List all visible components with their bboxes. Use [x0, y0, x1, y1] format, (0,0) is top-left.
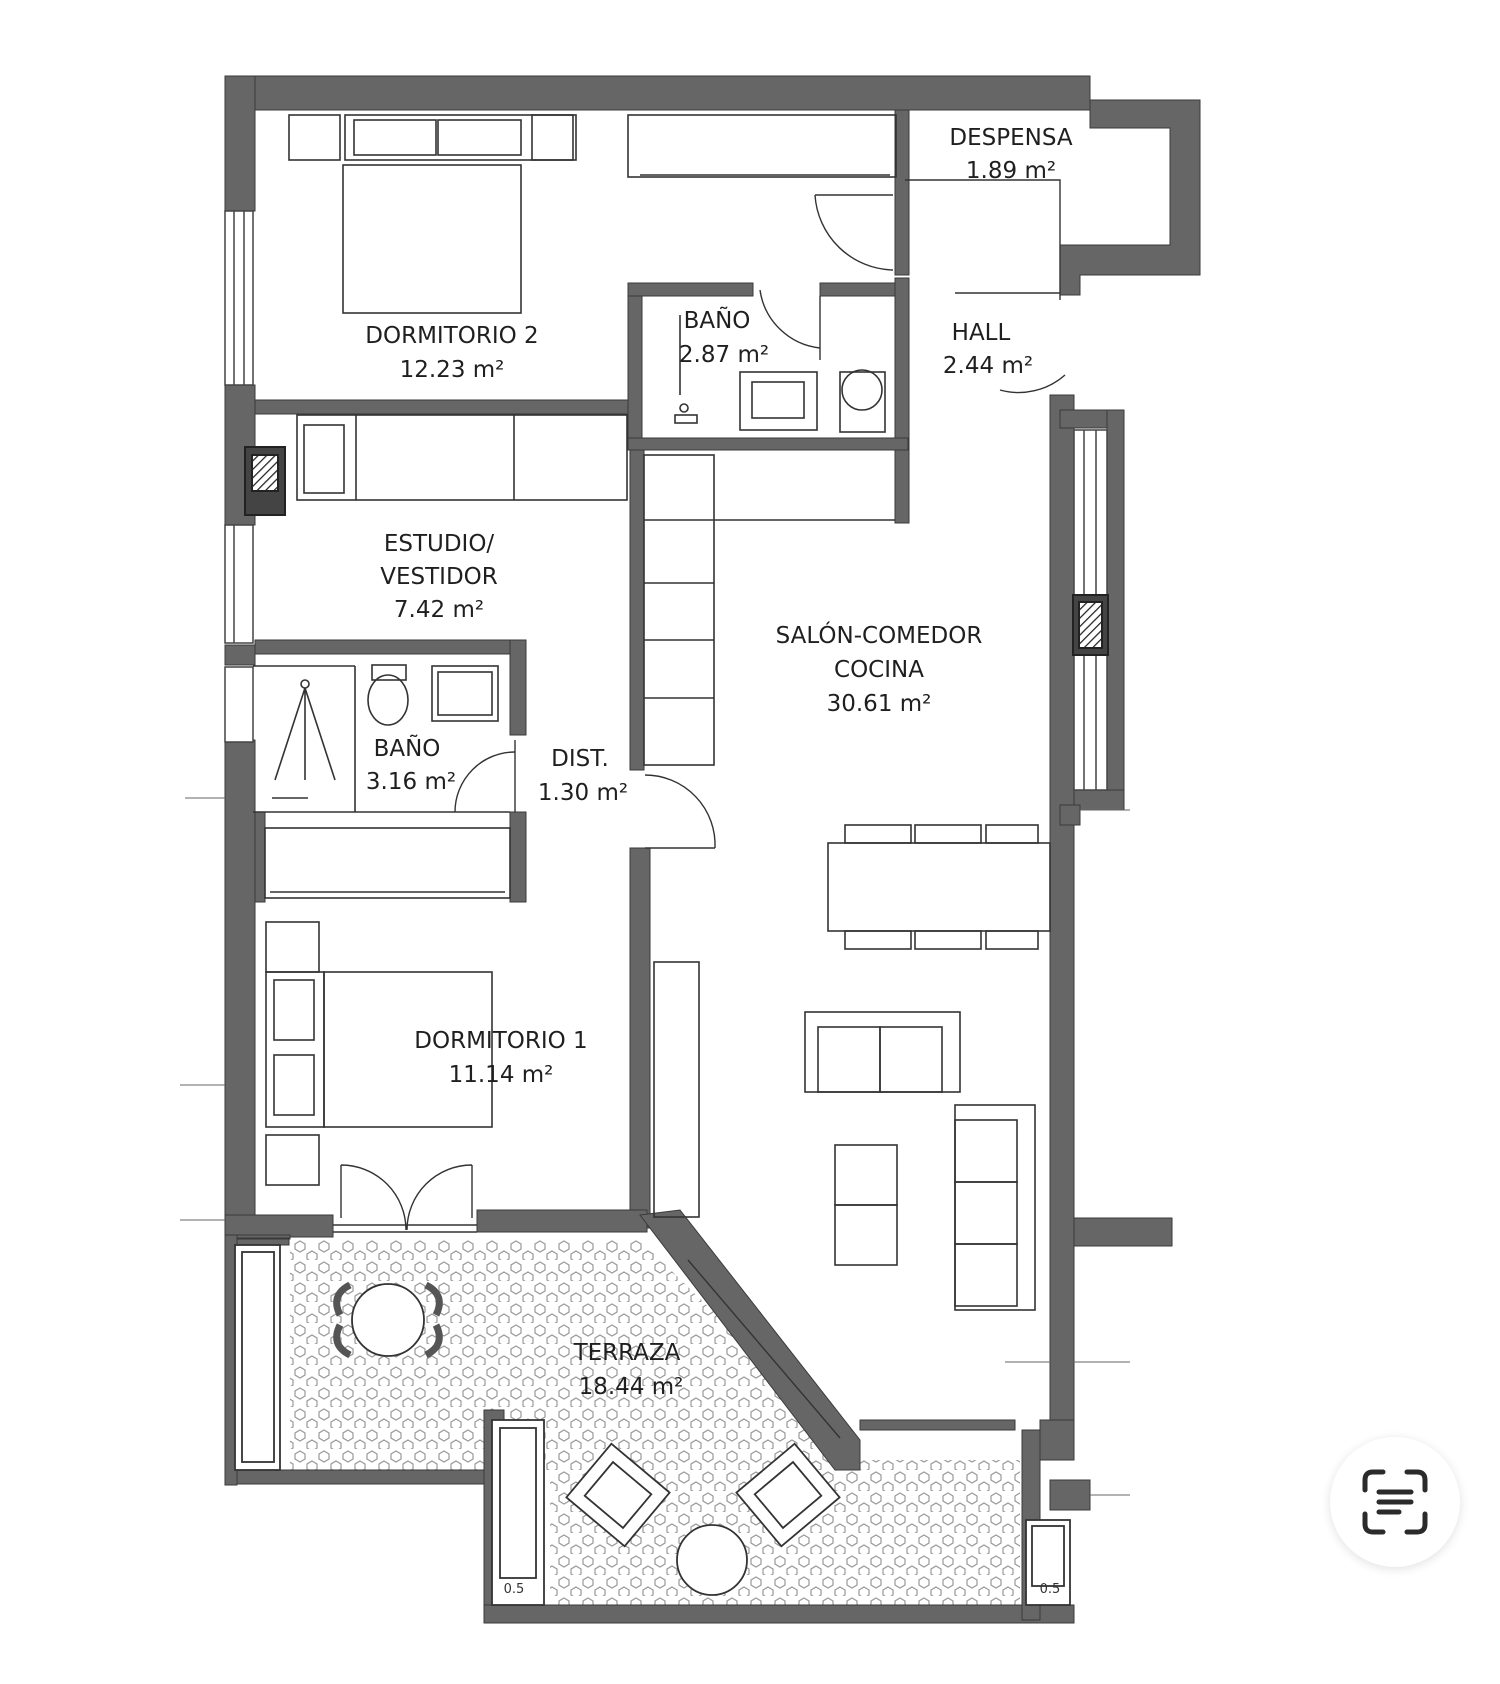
room-name-bano: BAÑO	[374, 734, 441, 762]
room-area-bano-small: 2.87 m²	[679, 342, 769, 368]
room-area-dormitorio2: 12.23 m²	[400, 357, 505, 383]
walls	[224, 75, 1201, 1624]
room-name-despensa: DESPENSA	[949, 125, 1072, 151]
room-name-dist: DIST.	[551, 746, 609, 772]
room-area-hall: 2.44 m²	[943, 353, 1033, 379]
room-area-estudio: 7.42 m²	[394, 597, 484, 623]
room-name-hall: HALL	[952, 320, 1011, 346]
doors	[333, 179, 1066, 1439]
text-scan-icon	[1362, 1469, 1428, 1535]
shafts	[244, 446, 1109, 656]
terrace-furniture	[234, 1244, 1071, 1606]
stairs	[643, 454, 895, 766]
room-area-dormitorio1: 11.14 m²	[449, 1062, 554, 1088]
salon-furniture	[653, 824, 1051, 1311]
text-scan-button[interactable]	[1330, 1437, 1460, 1567]
room-area-despensa: 1.89 m²	[966, 158, 1056, 184]
room-area-dist: 1.30 m²	[538, 780, 628, 806]
dormitorio1-furniture	[264, 827, 511, 1186]
estudio-furniture	[296, 414, 628, 501]
room-name-bano-small: BAÑO	[684, 306, 751, 334]
room-name-dormitorio1: DORMITORIO 1	[414, 1028, 587, 1054]
room-name-estudio-line2: VESTIDOR	[380, 564, 498, 590]
room-name-salon-line1: SALÓN-COMEDOR	[776, 621, 983, 649]
room-name-salon-line2: COCINA	[834, 657, 924, 683]
room-name-estudio-line1: ESTUDIO/	[384, 531, 495, 557]
room-area-terraza: 18.44 m²	[579, 1374, 684, 1400]
room-name-terraza: TERRAZA	[573, 1340, 681, 1366]
room-name-dormitorio2: DORMITORIO 2	[365, 323, 538, 349]
bath-fixtures	[253, 664, 510, 813]
dimension-ticks	[180, 797, 1130, 1496]
room-area-salon: 30.61 m²	[827, 691, 932, 717]
room-area-bano: 3.16 m²	[366, 769, 456, 795]
dormitorio2-furniture	[288, 114, 897, 314]
planter-right-label: 0.5	[1040, 1582, 1061, 1597]
terrace-floor	[290, 1240, 1020, 1612]
small-bath-fixtures	[674, 315, 886, 433]
planter-left-label: 0.5	[504, 1582, 525, 1597]
